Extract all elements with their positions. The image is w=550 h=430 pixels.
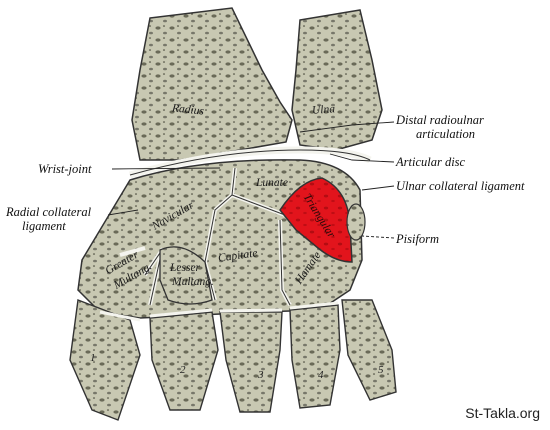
ulna-shaft — [291, 9, 383, 151]
leader-ulnar-collateral — [361, 185, 395, 191]
metacarpal-4 — [289, 304, 341, 409]
label-pisiform: Pisiform — [396, 232, 440, 246]
label-articular-disc: Articular disc — [396, 155, 466, 169]
metacarpal-3 — [219, 311, 283, 413]
metacarpal-5 — [341, 299, 397, 401]
leader-pisiform — [361, 235, 395, 239]
label-distal-radioulnar-line1: Distal radioulnar — [396, 113, 484, 127]
label-radial-collateral-line2: ligament — [22, 219, 66, 233]
leader-distal-radioulnar — [299, 121, 395, 133]
leader-radial-collateral — [107, 209, 139, 216]
digit-label-5: 5 — [378, 364, 384, 376]
leader-articular-disc — [329, 153, 395, 163]
label-distal-radioulnar-line2: articulation — [416, 127, 476, 141]
bone-label-lunate: Lunate — [256, 177, 288, 189]
metacarpal-1 — [69, 299, 141, 421]
triangular-bone-highlight — [279, 177, 353, 263]
label-ulnar-collateral-ligament: Ulnar collateral ligament — [396, 179, 525, 193]
digit-label-1: 1 — [90, 352, 96, 364]
pisiform-bone — [346, 203, 366, 241]
bone-label-lesser-multangular-1: Lesser — [170, 262, 201, 274]
radius-shaft — [131, 7, 293, 161]
leader-wrist-joint — [111, 167, 221, 170]
digit-label-4: 4 — [318, 369, 324, 381]
metacarpal-2 — [149, 311, 219, 411]
digit-label-3: 3 — [258, 369, 264, 381]
watermark-text: St-Takla.org — [465, 405, 540, 421]
label-wrist-joint: Wrist-joint — [38, 162, 92, 176]
bone-label-ulna: Ulna — [311, 103, 336, 117]
label-radial-collateral-line1: Radial collateral — [6, 205, 92, 219]
bone-label-lesser-multangular-2: Multang. — [172, 276, 214, 288]
digit-label-2: 2 — [180, 364, 186, 376]
lesser-multangular — [159, 246, 213, 305]
